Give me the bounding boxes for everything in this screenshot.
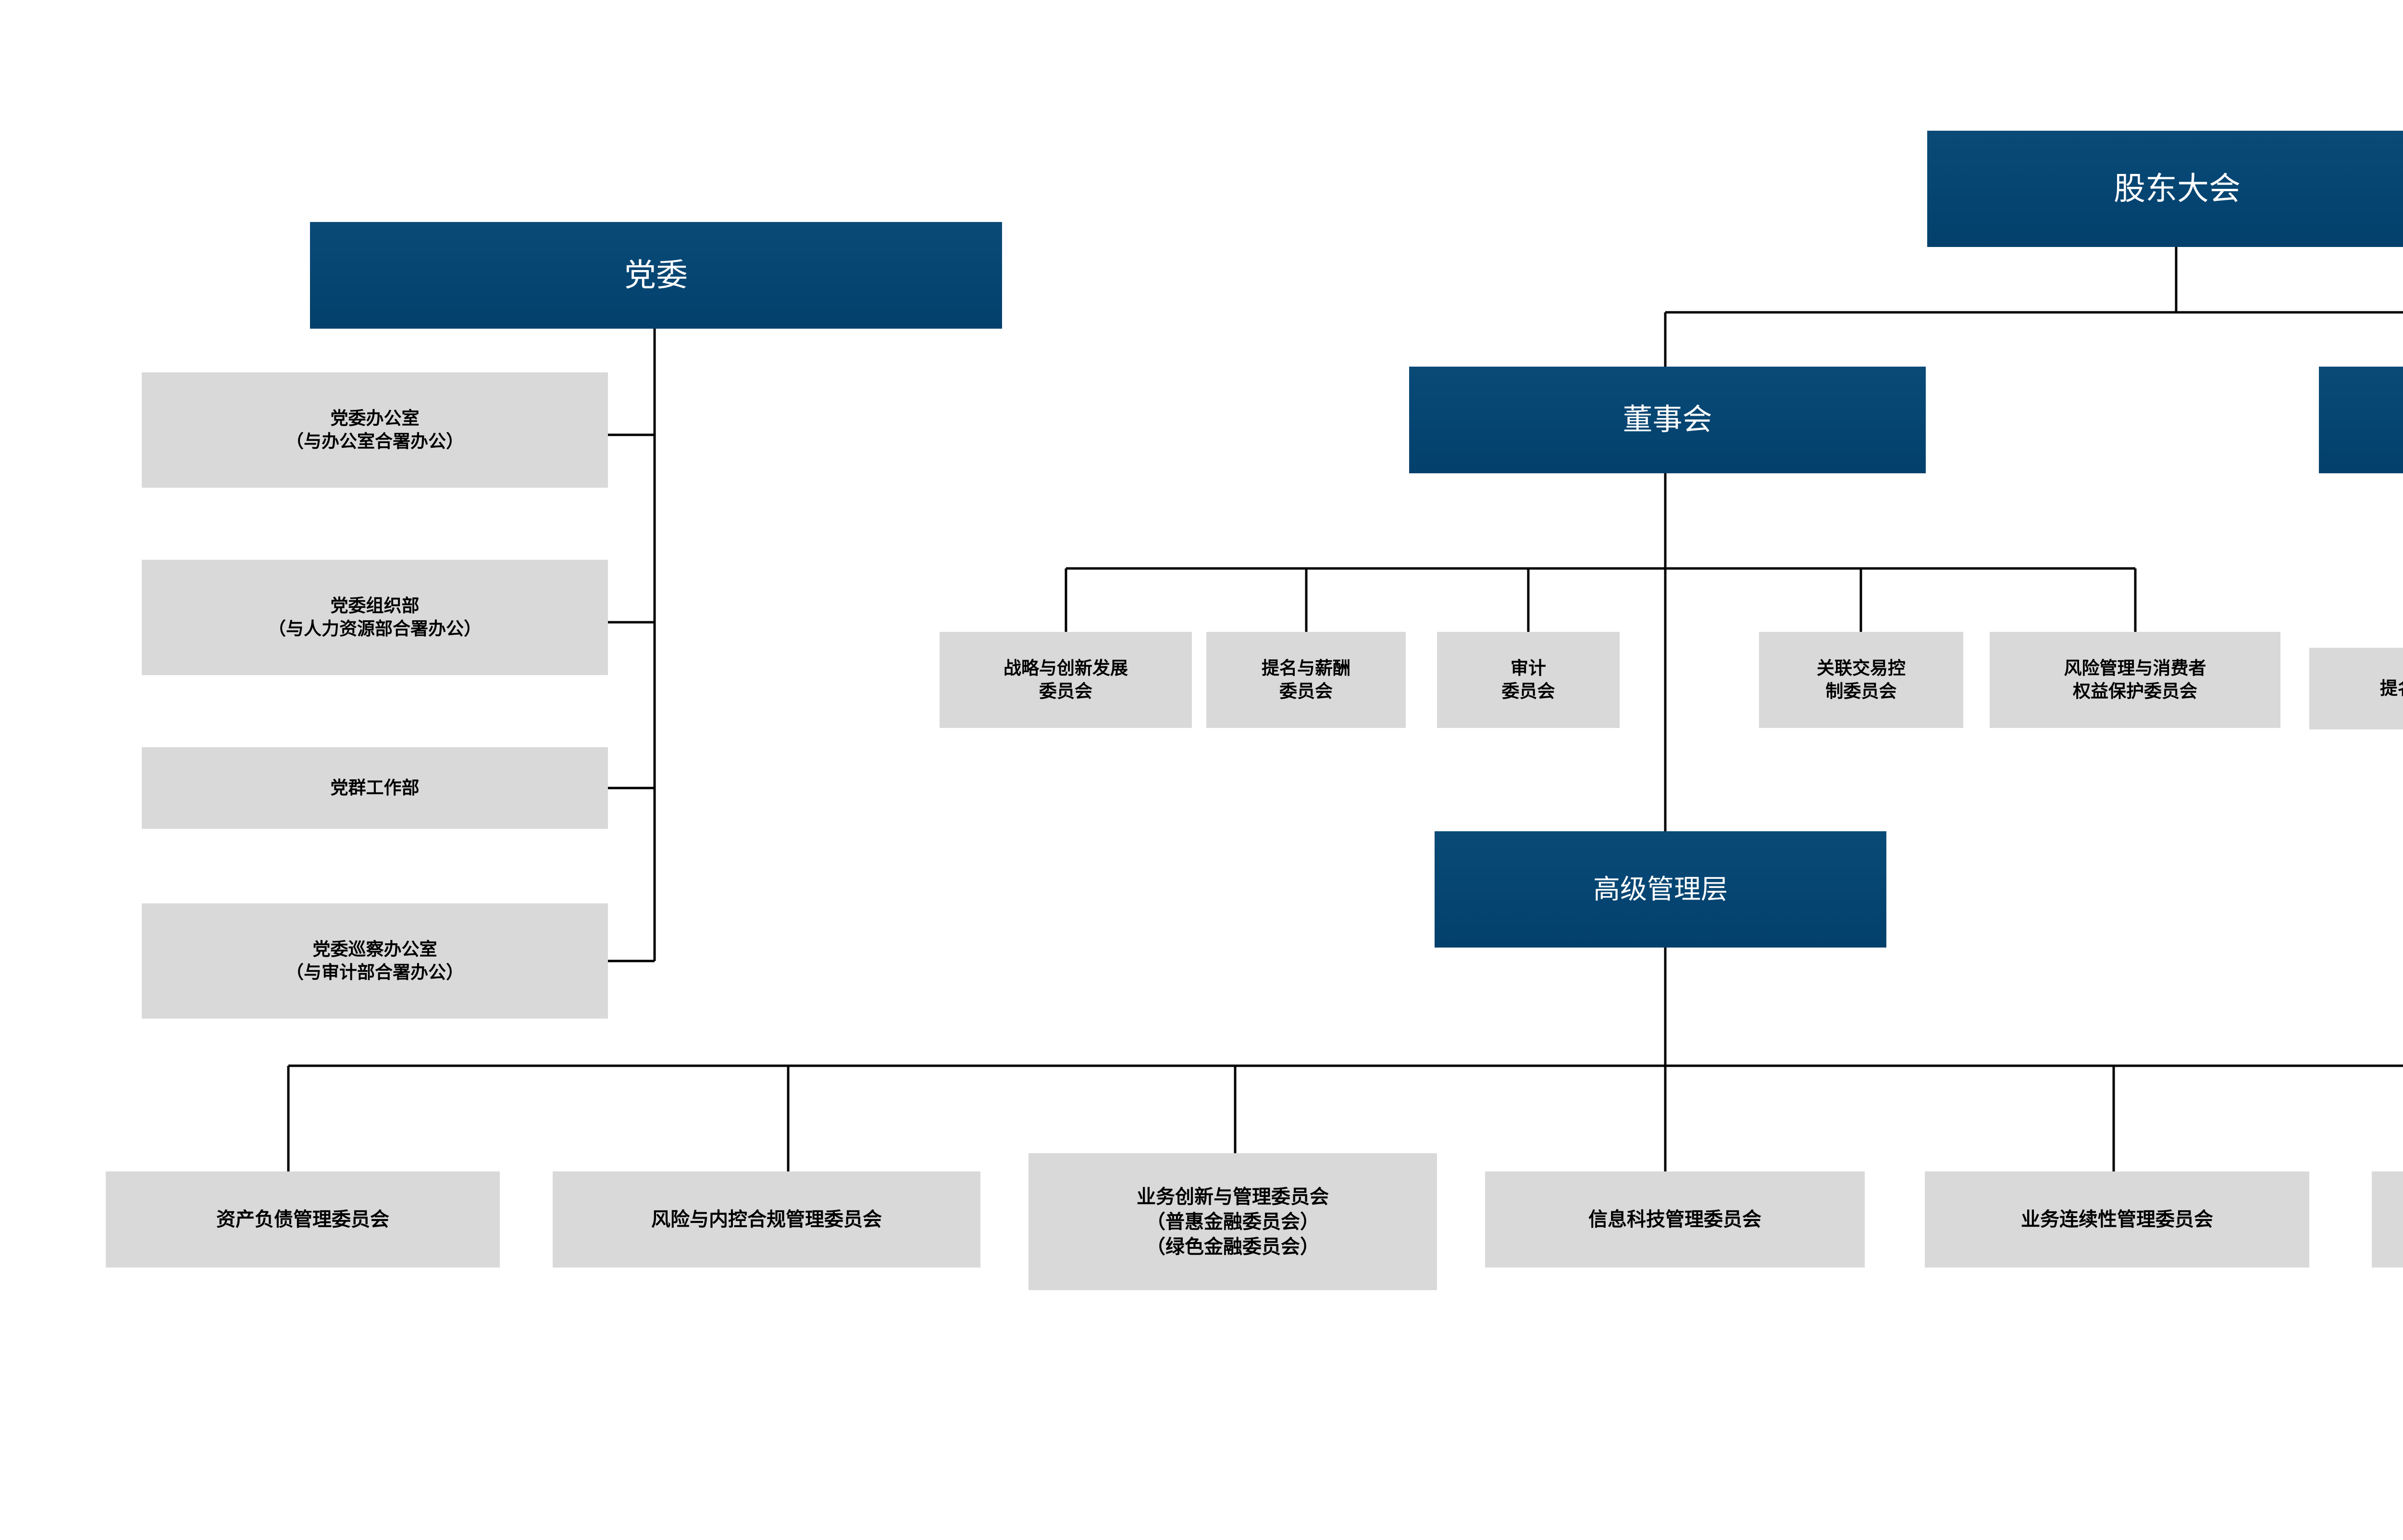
node-mgmt-committee-asset-liability[interactable]: 资产负债管理委员会 bbox=[106, 1171, 500, 1268]
node-party-dept-organization[interactable]: 党委组织部 （与人力资源部合署办公） bbox=[142, 560, 608, 675]
node-party-dept-office[interactable]: 党委办公室 （与办公室合署办公） bbox=[142, 372, 608, 488]
node-board-committee-related-party-transactions[interactable]: 关联交易控 制委员会 bbox=[1759, 632, 1963, 728]
node-board-committee-strategy-innovation[interactable]: 战略与创新发展 委员会 bbox=[940, 632, 1192, 728]
node-party-dept-inspection[interactable]: 党委巡察办公室 （与审计部合署办公） bbox=[142, 903, 608, 1019]
node-mgmt-committee-business-continuity[interactable]: 业务连续性管理委员会 bbox=[1925, 1171, 2309, 1268]
node-board-committee-nomination-remuneration[interactable]: 提名与薪酬 委员会 bbox=[1206, 632, 1406, 728]
node-board-of-directors[interactable]: 董事会 bbox=[1409, 367, 1926, 473]
node-board-of-supervisors[interactable]: 监事会 bbox=[2319, 367, 2403, 473]
node-mgmt-committee-business-innovation[interactable]: 业务创新与管理委员会 （普惠金融委员会） （绿色金融委员会） bbox=[1028, 1153, 1437, 1290]
node-mgmt-committee-accountability[interactable]: 问责委员会 bbox=[2372, 1171, 2403, 1268]
node-supervisor-committee-nomination-evaluation[interactable]: 提名与评价委员会 bbox=[2309, 648, 2403, 729]
node-mgmt-committee-risk-internal-control[interactable]: 风险与内控合规管理委员会 bbox=[553, 1171, 980, 1268]
node-mgmt-committee-information-technology[interactable]: 信息科技管理委员会 bbox=[1485, 1171, 1865, 1268]
node-party-committee[interactable]: 党委 bbox=[310, 222, 1002, 329]
node-party-dept-mass-work[interactable]: 党群工作部 bbox=[142, 747, 608, 829]
node-board-committee-audit[interactable]: 审计 委员会 bbox=[1437, 632, 1620, 728]
node-shareholders-meeting[interactable]: 股东大会 bbox=[1927, 131, 2403, 247]
node-senior-management[interactable]: 高级管理层 bbox=[1435, 831, 1886, 948]
node-board-committee-risk-consumer-protection[interactable]: 风险管理与消费者 权益保护委员会 bbox=[1990, 632, 2280, 728]
